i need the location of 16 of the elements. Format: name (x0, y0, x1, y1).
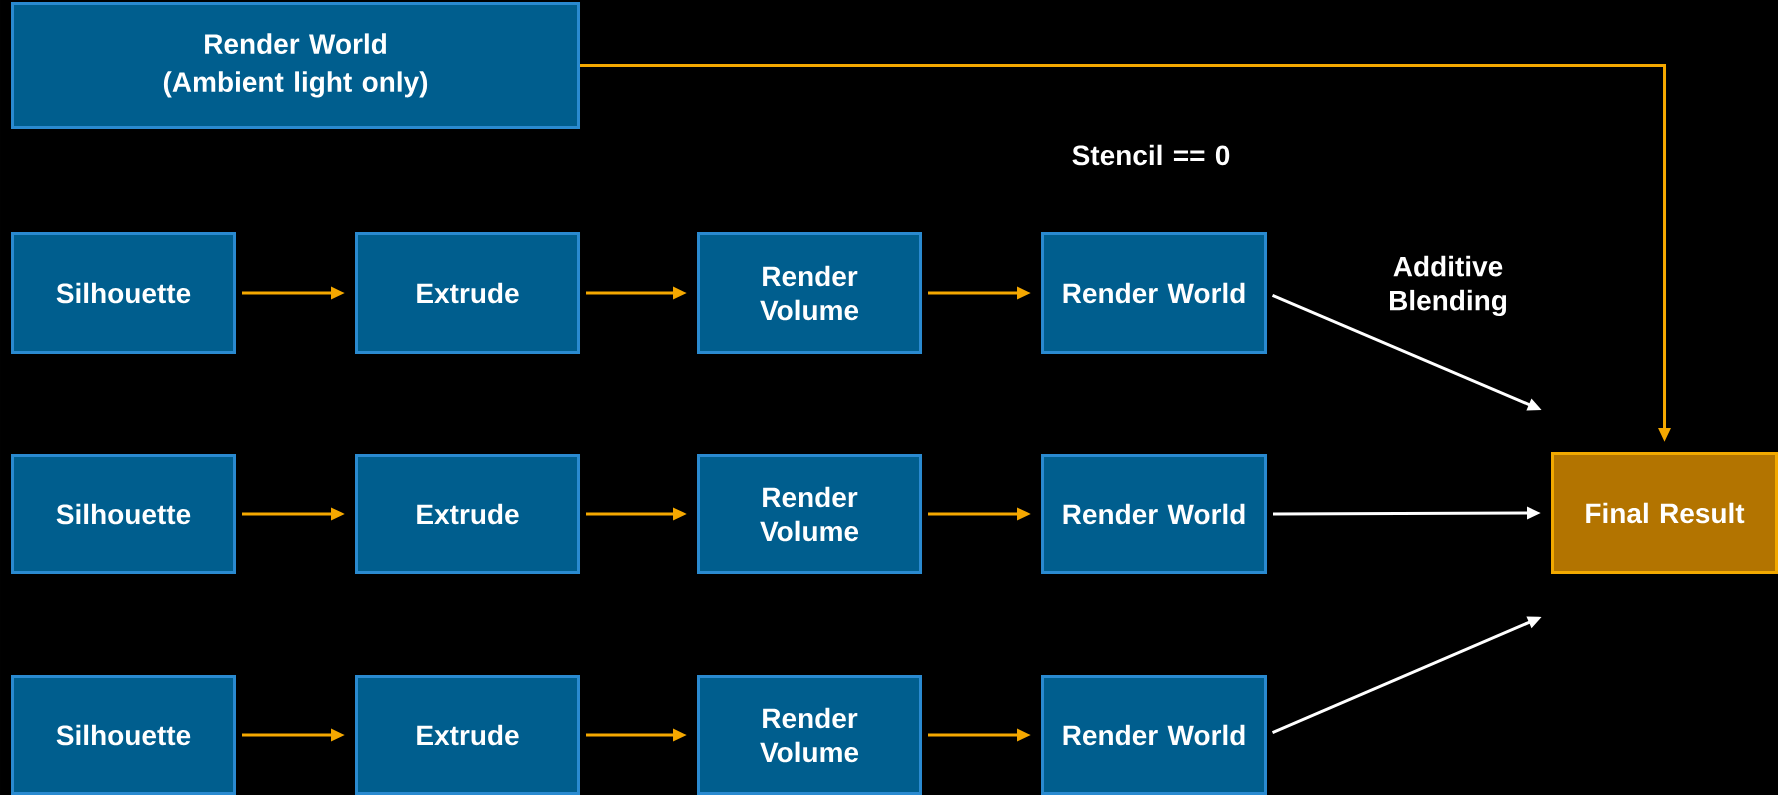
process-box: Render World (1041, 454, 1267, 574)
process-box: Render World (Ambient light only) (11, 2, 580, 129)
process-box: Render World (1041, 232, 1267, 354)
process-box: Silhouette (11, 675, 236, 795)
note-text: Stencil == 0 (1072, 144, 1230, 166)
process-box: Extrude (355, 232, 580, 354)
note-text: Additive Blending (1390, 255, 1507, 317)
process-box: Render Volume (697, 232, 922, 354)
process-box: Extrude (355, 675, 580, 795)
process-box: Silhouette (11, 232, 236, 354)
process-box: Render Volume (697, 675, 922, 795)
process-box: Extrude (355, 454, 580, 574)
process-box: Render Volume (697, 454, 922, 574)
process-box: Render World (1041, 675, 1267, 795)
process-box: Silhouette (11, 454, 236, 574)
result-box: Final Result (1551, 452, 1778, 574)
